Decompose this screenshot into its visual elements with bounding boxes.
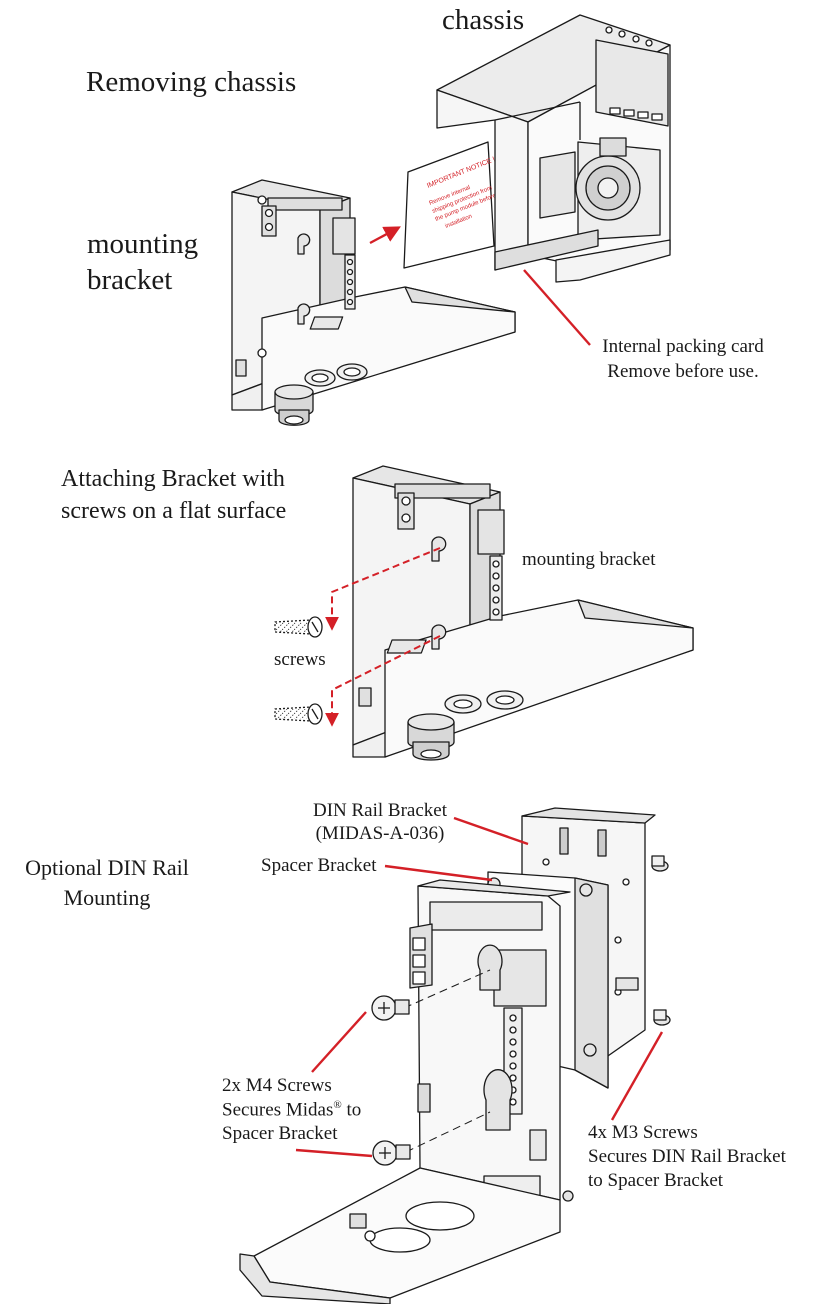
midas-bracket	[239, 879, 574, 1304]
section2-illustration	[274, 465, 694, 761]
mounting-bracket-label-1: mounting	[87, 228, 199, 260]
din-rail-label-1: DIN Rail Bracket	[312, 800, 447, 821]
section3-title-2: Mounting	[63, 885, 151, 910]
insert-arrow	[369, 226, 401, 245]
packing-card-label-2: Remove before use.	[607, 361, 759, 382]
section3-illustration	[239, 807, 671, 1304]
screw-bottom	[274, 703, 323, 725]
m4-label-3: Spacer Bracket	[222, 1123, 338, 1144]
m3-label-3: to Spacer Bracket	[588, 1170, 724, 1191]
din-rail-label-2: (MIDAS-A-036)	[315, 823, 445, 844]
chassis-unit	[436, 14, 671, 283]
spacer-bracket-label: Spacer Bracket	[261, 855, 377, 876]
packing-card-leader	[523, 269, 591, 346]
m4-leader-top	[311, 1011, 367, 1073]
guide-line-top	[325, 547, 441, 631]
packing-card-label-1: Internal packing card	[602, 336, 764, 357]
section1-title: Removing chassis	[86, 66, 297, 98]
chassis-label: chassis	[442, 4, 525, 36]
din-rail-leader	[453, 816, 529, 846]
m4-leader-bottom	[295, 1148, 373, 1158]
section2-title-2: screws on a flat surface	[61, 498, 287, 524]
internal-packing-card: IMPORTANT NOTICE ! Remove internal shipp…	[403, 141, 498, 269]
mounting-bracket-1	[231, 179, 516, 426]
m3-label-2: Secures DIN Rail Bracket	[588, 1146, 786, 1167]
alignment-line-top	[403, 969, 491, 1009]
mounting-bracket-label-s2: mounting bracket	[522, 549, 656, 570]
m4-screw-bottom	[372, 1140, 411, 1166]
m3-leader	[610, 1031, 664, 1121]
screw-top	[274, 616, 323, 638]
spacer-leader	[384, 864, 493, 882]
m3-label-1: 4x M3 Screws	[588, 1122, 698, 1143]
section2-title-1: Attaching Bracket with	[61, 466, 285, 492]
section3-title-1: Optional DIN Rail	[25, 855, 189, 880]
m4-screw-top	[371, 995, 410, 1021]
screws-label: screws	[274, 649, 326, 670]
m4-label-2: Secures Midas® to	[222, 1099, 362, 1121]
alignment-line-bottom	[405, 1111, 491, 1153]
mounting-bracket-label-2: bracket	[87, 264, 173, 296]
m4-label-1: 2x M4 Screws	[222, 1075, 332, 1096]
guide-line-bottom	[325, 635, 441, 727]
section1-illustration: IMPORTANT NOTICE ! Remove internal shipp…	[231, 14, 671, 426]
